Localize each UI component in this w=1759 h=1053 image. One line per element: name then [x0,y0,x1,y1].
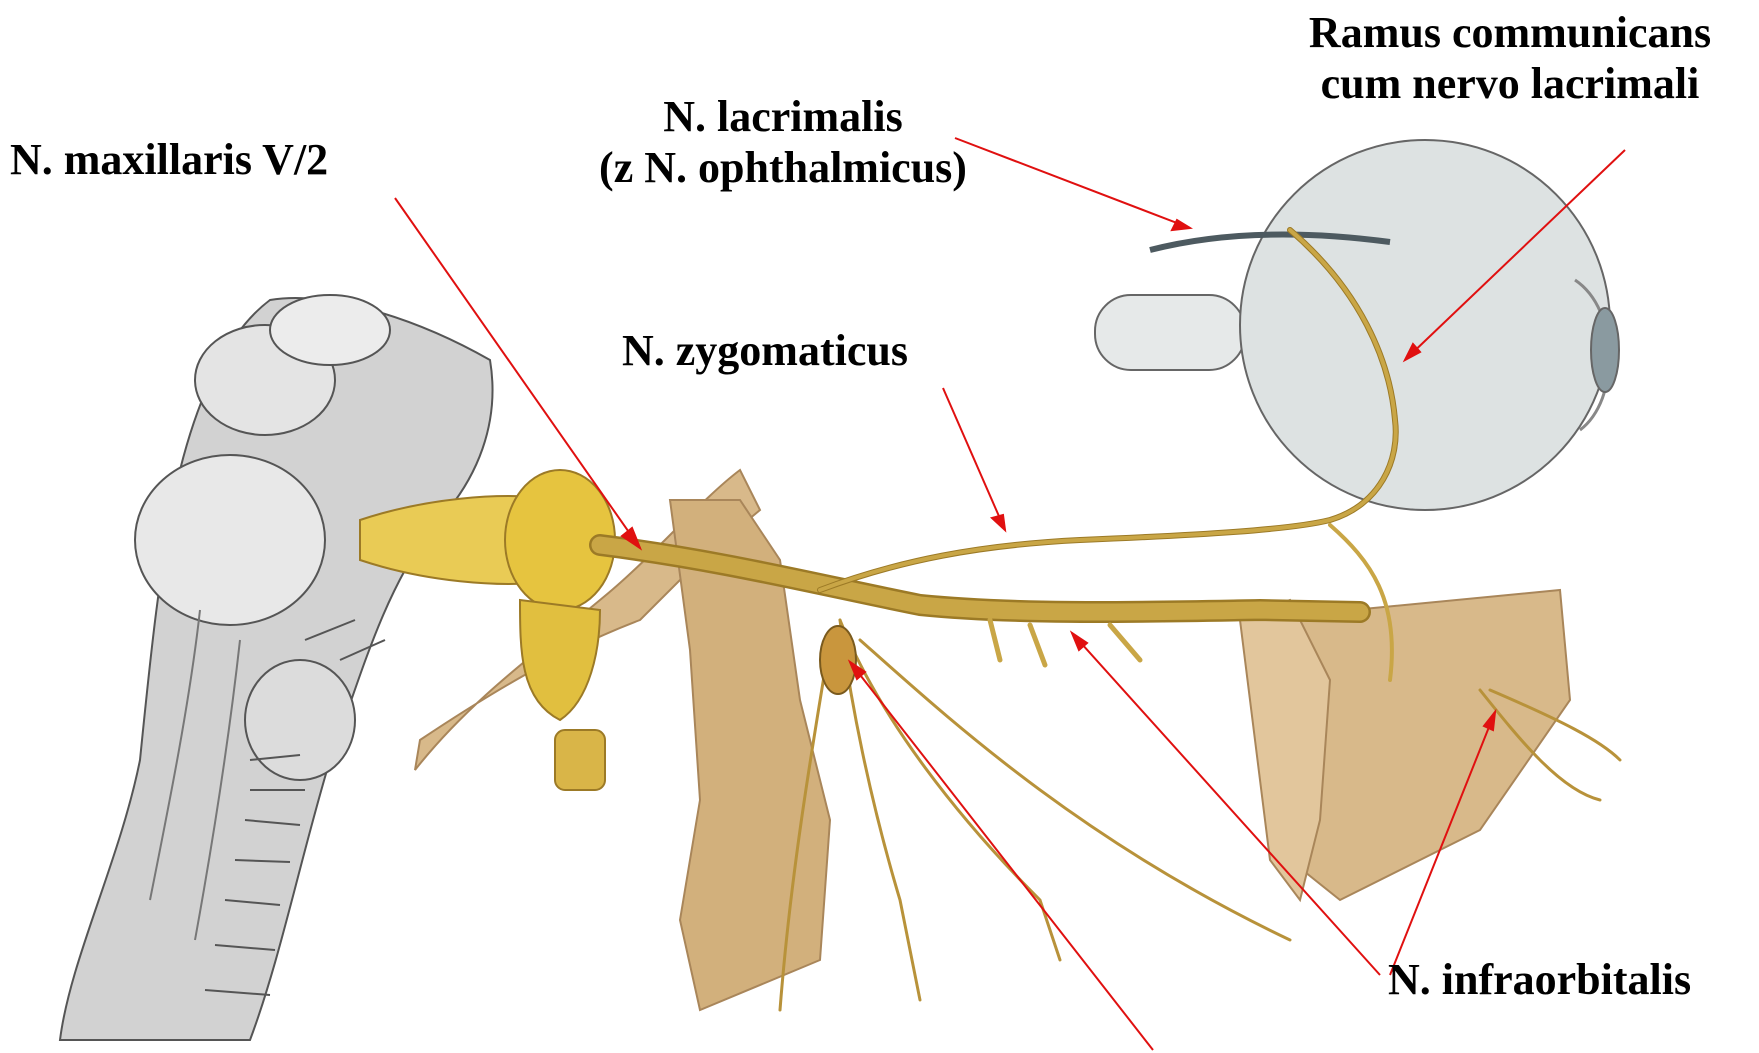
pterygopalatine-ganglion [820,626,856,694]
label-n-lacrimalis-line2: (z N. ophthalmicus) [558,143,1008,194]
eyeball-drawing [1095,140,1619,510]
pointer-zygomaticus-head [992,515,1005,530]
label-ramus-line1: Ramus communicans [1260,8,1759,59]
label-n-lacrimalis-line1: N. lacrimalis [558,92,1008,143]
label-n-infraorbitalis: N. infraorbitalis [1388,955,1691,1006]
pointer-zygomaticus [943,388,1005,530]
pointer-ganglion [850,662,1153,1050]
trigeminal-ganglion [360,470,615,790]
label-n-maxillaris: N. maxillaris V/2 [10,135,328,186]
label-n-zygomaticus: N. zygomaticus [622,326,908,377]
label-n-lacrimalis: N. lacrimalis (z N. ophthalmicus) [558,92,1008,193]
label-ramus-communicans: Ramus communicans cum nervo lacrimali [1260,8,1759,109]
label-ramus-line2: cum nervo lacrimali [1260,59,1759,110]
brainstem-drawing [60,295,493,1040]
